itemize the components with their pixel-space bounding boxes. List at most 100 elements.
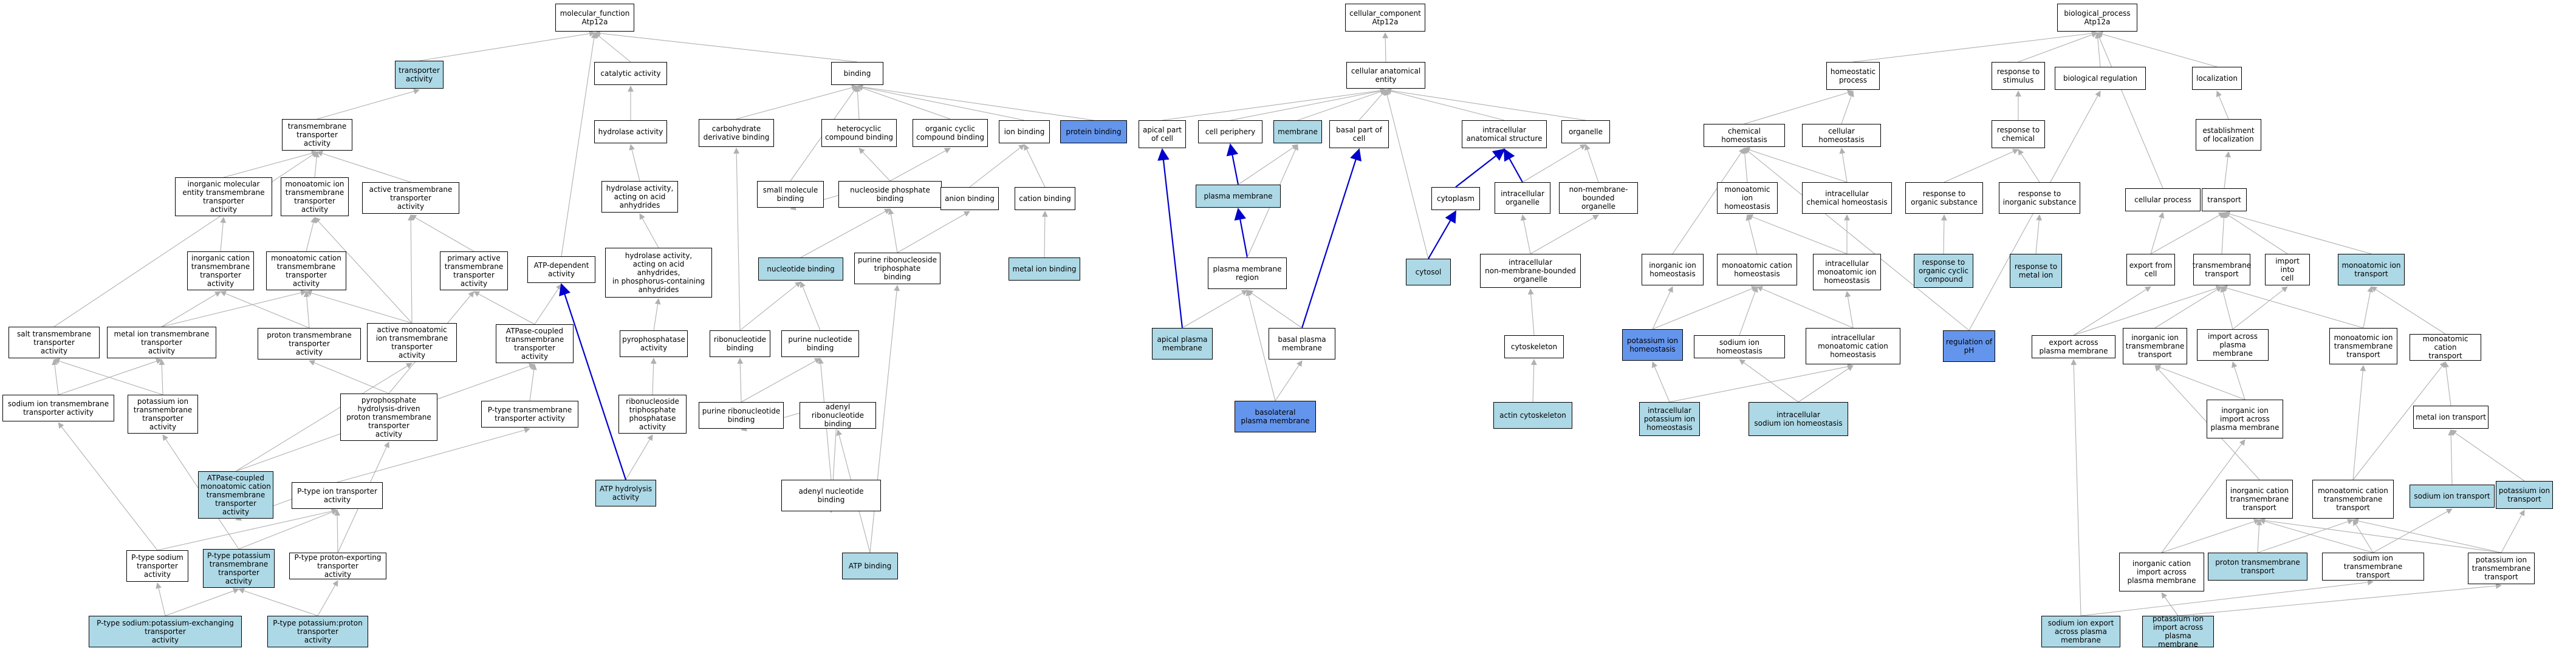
go-term-cytoplasm[interactable]: cytoplasm [1431,187,1480,210]
go-term-sodtm[interactable]: sodium ion transmembrane transport [2322,553,2424,581]
go-term-hetero[interactable]: heterocyclic compound binding [821,119,897,147]
go-term-exportcell[interactable]: export from cell [2126,254,2175,285]
go-term-respmetal[interactable]: response to metal ion [2010,254,2062,288]
go-term-potassiumtm[interactable]: potassium ion transmembrane transporter … [128,395,198,434]
go-term-nonmemorg[interactable]: non-membrane-bounded organelle [1559,182,1638,214]
go-term-inorgiontm[interactable]: inorganic ion transmembrane transport [2123,328,2187,364]
go-term-sodhomeo[interactable]: sodium ion homeostasis [1694,335,1785,358]
go-term-ptypeion[interactable]: P-type ion transporter activity [292,482,383,509]
go-term-basalpart[interactable]: basal part of cell [1329,120,1389,148]
go-term-monoiontm[interactable]: monoatomic ion transmembrane transport [2329,328,2397,364]
go-term-membrane[interactable]: membrane [1273,120,1322,143]
go-term-inorghomeo[interactable]: inorganic ion homeostasis [1642,254,1704,285]
go-term-chemhomeo[interactable]: chemical homeostasis [1704,124,1785,147]
go-term-intrapothomeo[interactable]: intracellular potassium ion homeostasis [1639,402,1700,436]
go-term-adenylribo[interactable]: adenyl ribonucleotide binding [800,402,876,429]
go-term-exportpm[interactable]: export across plasma membrane [2032,335,2115,358]
go-term-sodiumtm[interactable]: sodium ion transmembrane transporter act… [2,395,114,421]
go-term-protontm[interactable]: proton transmembrane transport [2208,553,2307,581]
go-term-anion[interactable]: anion binding [940,187,999,210]
go-term-ptypepot[interactable]: P-type potassium transmembrane transport… [203,549,275,588]
go-term-cae[interactable]: cellular anatomical entity [1346,62,1425,89]
go-term-intraorg[interactable]: intracellular organelle [1495,182,1550,214]
go-term-ptypetm[interactable]: P-type transmembrane transporter activit… [481,401,578,428]
go-term-intramono[interactable]: intracellular monoatomic ion homeostasis [1813,254,1881,290]
go-term-inorgimport[interactable]: inorganic ion import across plasma membr… [2207,400,2283,438]
go-term-inorgcatimport[interactable]: inorganic cation import across plasma me… [2119,553,2204,591]
go-term-bp[interactable]: biological_process Atp12a [2057,4,2137,32]
go-term-inorgmol[interactable]: inorganic molecular entity transmembrane… [175,177,272,216]
go-term-purribo[interactable]: purine ribonucleoside triphosphate bindi… [854,253,940,284]
go-term-smallmol[interactable]: small molecule binding [757,181,824,208]
go-term-potimport[interactable]: potassium ion import across plasma membr… [2142,615,2214,649]
go-term-cytoskel[interactable]: cytoskeleton [1504,335,1564,358]
go-term-atpasecat[interactable]: ATPase-coupled monoatomic cation transme… [198,471,273,519]
go-term-metalion[interactable]: metal ion binding [1009,257,1080,281]
go-term-inorgcattm[interactable]: inorganic cation transmembrane transport [2226,480,2293,519]
go-term-activetm[interactable]: active transmembrane transporter activit… [362,182,459,214]
go-term-monocathomeo[interactable]: monoatomic cation homeostasis [1717,254,1797,285]
go-term-estloc[interactable]: establishment of localization [2196,119,2261,151]
go-term-cc[interactable]: cellular_component Atp12a [1345,4,1425,32]
go-term-intracell[interactable]: intracellular anatomical structure [1462,120,1547,148]
go-term-inorgcat[interactable]: inorganic cation transmembrane transport… [187,251,254,290]
go-term-intrasodhomeo[interactable]: intracellular sodium ion homeostasis [1749,402,1848,436]
go-term-mf[interactable]: molecular_function Atp12a [555,4,634,32]
go-term-cation[interactable]: cation binding [1015,187,1075,210]
go-term-monocat[interactable]: monoatomic cation transmembrane transpor… [266,251,346,290]
go-term-pothomeo[interactable]: potassium ion homeostasis [1622,329,1683,361]
go-term-sodexport[interactable]: sodium ion export across plasma membrane [2041,616,2120,647]
go-term-adenylnuc[interactable]: adenyl nucleotide binding [781,480,881,511]
go-term-apicalpart[interactable]: apical part of cell [1139,120,1186,148]
go-term-protb[interactable]: protein binding [1060,120,1127,143]
go-term-plasmamem[interactable]: plasma membrane [1196,185,1281,208]
go-term-basalpm[interactable]: basal plasma membrane [1269,328,1335,360]
go-term-cellhomeo[interactable]: cellular homeostasis [1802,124,1881,147]
go-term-ta[interactable]: transporter activity [395,61,444,89]
go-term-cytosol[interactable]: cytosol [1406,259,1451,285]
go-term-cellproc[interactable]: cellular process [2125,188,2201,211]
go-term-tmtransport[interactable]: transmembrane transport [2193,254,2251,285]
go-term-apicalpm[interactable]: apical plasma membrane [1152,328,1213,360]
go-term-ionb[interactable]: ion binding [999,120,1050,143]
go-term-ptypeproton[interactable]: P-type proton-exporting transporter acti… [289,553,386,579]
go-term-sodtrans[interactable]: sodium ion transport [2410,485,2495,508]
go-term-hydroanh[interactable]: hydrolase activity, acting on acid anhyd… [601,181,678,213]
go-term-intrachem[interactable]: intracellular chemical homeostasis [1802,182,1892,214]
go-term-ribonuc[interactable]: ribonucleotide binding [710,330,770,357]
go-term-basolat[interactable]: basolateral plasma membrane [1235,401,1316,432]
go-term-nucbind[interactable]: nucleotide binding [758,257,843,281]
go-term-pyrophos[interactable]: pyrophosphatase activity [620,330,688,357]
go-term-resporg[interactable]: response to organic substance [1905,182,1983,214]
go-term-ptypesod[interactable]: P-type sodium transporter activity [126,550,188,582]
go-term-pottm[interactable]: potassium ion transmembrane transport [2468,553,2535,584]
go-term-metaltm[interactable]: metal ion transmembrane transporter acti… [107,327,216,358]
go-term-atpbind[interactable]: ATP binding [842,553,898,579]
go-term-activemono[interactable]: active monoatomic ion transmembrane tran… [367,323,457,362]
go-term-purribonuc[interactable]: purine ribonucleotide binding [699,402,784,429]
go-term-pyrodriven[interactable]: pyrophosphate hydrolysis-driven proton t… [340,394,437,441]
go-term-atpcoupled[interactable]: ATPase-coupled transmembrane transporter… [496,324,574,363]
go-term-ribotri[interactable]: ribonucleoside triphosphate phosphatase … [618,395,687,434]
go-term-hydrophos[interactable]: hydrolase activity, acting on acid anhyd… [605,248,712,298]
go-term-monohomeo[interactable]: monoatomic ion homeostasis [1717,182,1778,214]
go-term-monoion[interactable]: monoatomic ion transmembrane transporter… [281,177,349,216]
go-term-bind[interactable]: binding [831,62,883,85]
go-term-transport[interactable]: transport [2202,188,2247,211]
go-term-carb[interactable]: carbohydrate derivative binding [699,119,774,147]
go-term-metaltrans[interactable]: metal ion transport [2413,406,2489,429]
go-term-atphydro[interactable]: ATP hydrolysis activity [595,480,656,506]
go-term-monocattm[interactable]: monoatomic cation transmembrane transpor… [2312,480,2394,519]
go-term-proton[interactable]: proton transmembrane transporter activit… [258,328,361,360]
go-term-ptypepotproton[interactable]: P-type potassium:proton transporter acti… [267,616,368,647]
go-term-regph[interactable]: regulation of pH [1943,330,1995,362]
go-term-importcell[interactable]: import into cell [2265,254,2310,285]
go-term-actin[interactable]: actin cytoskeleton [1493,402,1572,429]
go-term-cat[interactable]: catalytic activity [594,62,667,85]
go-term-ptypesodpot[interactable]: P-type sodium:potassium-exchanging trans… [89,616,242,647]
go-term-monocattrans[interactable]: monoatomic cation transport [2410,334,2481,361]
go-term-respinorg[interactable]: response to inorganic substance [1999,182,2080,214]
go-term-bioreg[interactable]: biological regulation [2055,67,2146,90]
go-term-pottrans[interactable]: potassium ion transport [2496,481,2553,509]
go-term-salt[interactable]: salt transmembrane transporter activity [9,327,100,358]
